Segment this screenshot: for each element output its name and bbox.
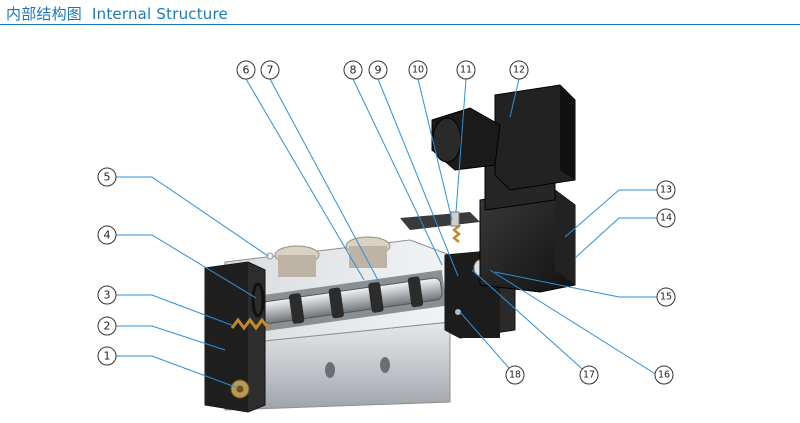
callout-number: 1 [104,350,111,363]
callout-16: 16 [654,365,674,385]
callout-number: 12 [513,65,525,76]
callout-10: 10 [408,60,428,80]
title-chinese: 内部结构图 [6,5,83,23]
callout-number: 18 [509,370,521,381]
callout-number: 9 [375,64,382,77]
callout-number: 4 [104,229,111,242]
callout-1: 1 [97,346,117,366]
leader-9 [377,78,459,277]
callout-number: 15 [660,292,672,303]
leader-11 [455,78,467,213]
leader-15 [494,271,657,298]
leader-18 [459,311,516,376]
callout-18: 18 [505,365,525,385]
leader-6 [245,78,365,281]
leader-2 [116,325,226,351]
leader-10 [417,78,453,221]
header-rule [0,24,800,25]
leader-13 [564,189,657,238]
callout-11: 11 [456,60,476,80]
callout-number: 10 [412,65,424,76]
callouts: 1 2 3 4 5 6 7 8 9 10 11 12 13 14 15 16 1… [97,60,676,385]
end-cap-left [204,252,274,413]
callout-number: 5 [104,171,111,184]
callout-13: 13 [656,180,676,200]
callout-4: 4 [97,225,117,245]
page-title: 内部结构图 Internal Structure [6,3,228,24]
callout-number: 3 [104,289,111,302]
leader-17 [471,269,590,376]
leader-14 [574,217,657,259]
callout-number: 14 [660,213,672,224]
leader-8 [352,78,443,266]
leader-4 [116,234,257,299]
leader-5 [116,176,269,257]
leader-7 [269,78,380,283]
callout-12: 12 [509,60,529,80]
page-header: 内部结构图 Internal Structure [0,0,800,26]
leader-lines [116,78,658,389]
electrical-connector [431,84,576,191]
callout-number: 13 [660,185,672,196]
callout-7: 7 [260,60,280,80]
leader-1 [116,355,239,389]
callout-number: 8 [350,64,357,77]
spool [261,276,443,324]
callout-3: 3 [97,285,117,305]
callout-5: 5 [97,167,117,187]
callout-14: 14 [656,208,676,228]
callout-number: 7 [267,64,274,77]
callout-2: 2 [97,316,117,336]
leader-3 [116,294,235,327]
callout-number: 11 [460,65,472,76]
callout-9: 9 [368,60,388,80]
callout-number: 17 [583,370,595,381]
leader-12 [509,78,520,118]
callout-number: 6 [243,64,250,77]
leader-16 [489,269,658,376]
seal-ring [251,282,265,318]
callout-number: 2 [104,320,111,333]
return-spring [230,317,270,331]
callout-15: 15 [656,287,676,307]
callout-6: 6 [236,60,256,80]
callout-8: 8 [343,60,363,80]
title-english: Internal Structure [92,5,228,23]
callout-number: 16 [658,370,670,381]
callout-17: 17 [579,365,599,385]
